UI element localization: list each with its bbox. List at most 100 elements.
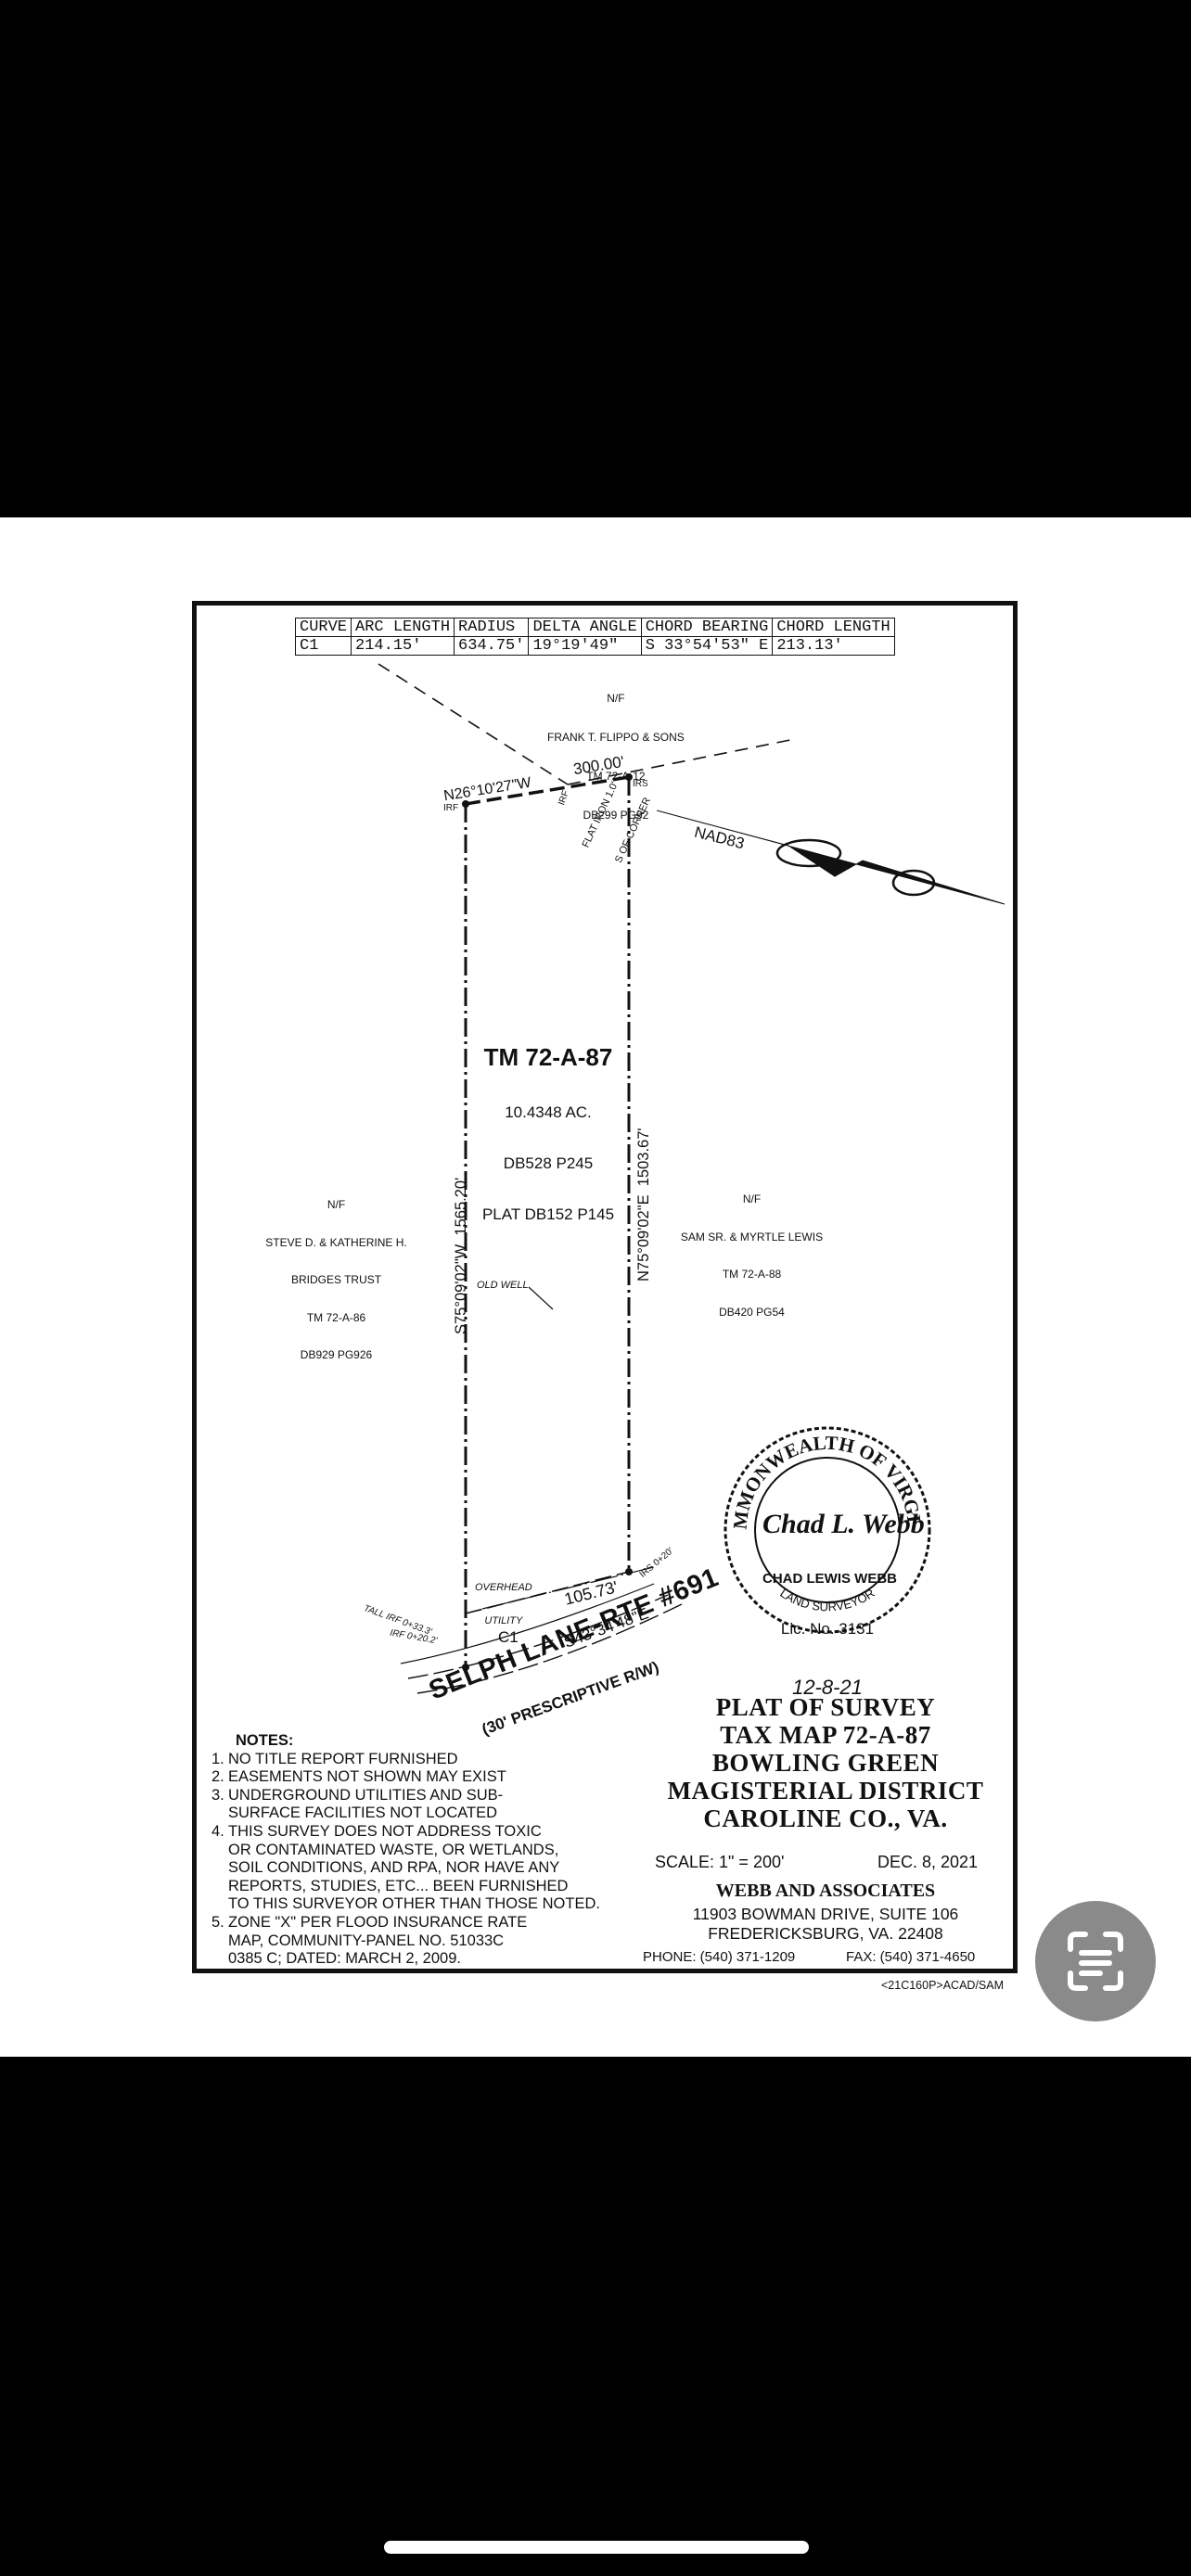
title-line: PLAT OF SURVEY: [715, 1693, 936, 1721]
document-background: [0, 517, 1191, 2057]
firm-name: WEBB AND ASSOCIATES: [715, 1881, 936, 1901]
nf-label: N/F: [607, 692, 625, 705]
owner-name: STEVE D. & KATHERINE H.: [265, 1235, 407, 1249]
note-item: 5. ZONE "X" PER FLOOD INSURANCE RATE MAP…: [211, 1914, 600, 1969]
note-line: THIS SURVEY DOES NOT ADDRESS TOXIC: [228, 1822, 542, 1840]
curve-cell: S 33°54'53" E: [640, 636, 774, 656]
surveyor-signature: Chad L. Webb: [762, 1509, 925, 1539]
notes-title: NOTES:: [236, 1732, 294, 1749]
east-line-label: N75°09'02"E 1503.67': [635, 1128, 652, 1282]
firm-phone: PHONE: (540) 371-1209: [643, 1949, 796, 1965]
note-number: 3.: [211, 1786, 224, 1804]
old-well-label: OLD WELL: [477, 1280, 529, 1291]
corner-pin-ne: [625, 773, 633, 781]
curve-cell: 634.75': [454, 636, 530, 656]
corner-pin-se: [625, 1568, 633, 1575]
scale-label: SCALE: 1" = 200': [655, 1853, 785, 1871]
corner-pin-nw: [462, 800, 469, 808]
note-item: 4. THIS SURVEY DOES NOT ADDRESS TOXIC OR…: [211, 1823, 600, 1914]
north-owner-label: N/F FRANK T. FLIPPO & SONS TM 72-A-12 DB…: [547, 666, 685, 835]
title-block: PLAT OF SURVEY TAX MAP 72-A-87 BOWLING G…: [663, 1693, 988, 1832]
overhead-utility-line: [481, 1566, 655, 1610]
note-line: MAP, COMMUNITY-PANEL NO. 51033C: [228, 1932, 505, 1949]
deed-book-ref: DB299 PG92: [583, 809, 649, 822]
road-edge-2: [400, 1583, 655, 1664]
note-item: 3. UNDERGROUND UTILITIES AND SUB- SURFAC…: [211, 1787, 600, 1823]
tax-map-ref: TM 72-A-86: [306, 1310, 366, 1324]
surveyor-seal-outer: [724, 1426, 931, 1634]
road-edge: [416, 1603, 683, 1694]
deed-book-ref: DB929 PG926: [300, 1348, 373, 1361]
home-indicator[interactable]: [384, 2541, 809, 2554]
overhead-line2: UTILITY: [484, 1615, 523, 1626]
note-number: 4.: [211, 1822, 224, 1840]
curve-table-row: C1 214.15' 634.75' 19°19'49" S 33°54'53"…: [294, 636, 895, 656]
parcel-plat: PLAT DB152 P145: [481, 1205, 615, 1223]
plat-border: [192, 601, 1018, 1973]
note-line: SOIL CONDITIONS, AND RPA, NOR HAVE ANY: [228, 1859, 560, 1877]
irf-nw-label: IRF: [443, 803, 459, 813]
nf-label: N/F: [327, 1198, 346, 1211]
live-text-button[interactable]: [1035, 1901, 1156, 2021]
curve-header-cell: CHORD LENGTH: [772, 618, 895, 637]
note-line: ZONE "X" PER FLOOD INSURANCE RATE: [228, 1913, 528, 1931]
notes-block: NOTES: 1. NO TITLE REPORT FURNISHED 2. E…: [211, 1732, 600, 1969]
west-line-label: S75°09'02"W 1565.20': [453, 1177, 469, 1334]
survey-date: DEC. 8, 2021: [877, 1853, 979, 1871]
note-line: TO THIS SURVEYOR OTHER THAN THOSE NOTED.: [228, 1895, 600, 1913]
curve-header-cell: DELTA ANGLE: [528, 618, 642, 637]
note-line: UNDERGROUND UTILITIES AND SUB-: [228, 1786, 504, 1804]
note-number: 1.: [211, 1750, 224, 1767]
seal-date: 12-8-21: [792, 1676, 863, 1699]
note-item: 1. NO TITLE REPORT FURNISHED: [211, 1751, 600, 1769]
curve-cell: 214.15': [351, 636, 455, 656]
tax-map-ref: TM 72-A-88: [722, 1268, 782, 1281]
owner-name: SAM SR. & MYRTLE LEWIS: [680, 1230, 824, 1243]
adjoining-line-ne: [567, 739, 791, 785]
title-line: CAROLINE CO., VA.: [703, 1804, 948, 1832]
file-reference: <21C160P>ACAD/SAM: [881, 1979, 1005, 1992]
surveyor-seal: Chad L. Webb CHAD LEWIS WEBB Lic. No. 31…: [762, 1478, 925, 1720]
note-line: OR CONTAMINATED WASTE, OR WETLANDS,: [228, 1841, 559, 1858]
curve-header-cell: ARC LENGTH: [351, 618, 455, 637]
irs-ne-label: IRS: [633, 779, 648, 789]
curve-header-cell: CHORD BEARING: [640, 618, 774, 637]
note-line: EASEMENTS NOT SHOWN MAY EXIST: [228, 1768, 506, 1786]
adjoining-line-nw: [378, 663, 569, 785]
north-boundary: [465, 775, 630, 806]
note-line: SURFACE FACILITIES NOT LOCATED: [228, 1804, 498, 1822]
old-well-leader: [528, 1286, 554, 1310]
curve-table: CURVE ARC LENGTH RADIUS DELTA ANGLE CHOR…: [294, 618, 895, 656]
firm-address-2: FREDERICKSBURG, VA. 22408: [708, 1924, 943, 1943]
parcel-deed: DB528 P245: [503, 1154, 594, 1172]
curve-table-header-row: CURVE ARC LENGTH RADIUS DELTA ANGLE CHOR…: [294, 618, 895, 637]
seal-license: Lic. No. 3131: [780, 1620, 875, 1638]
parcel-label: TM 72-A-87 10.4348 AC. DB528 P245 PLAT D…: [471, 1011, 625, 1240]
curve-cell: C1: [294, 636, 352, 656]
note-line: 0385 C; DATED: MARCH 2, 2009.: [228, 1950, 461, 1968]
parcel-acreage: 10.4348 AC.: [505, 1103, 592, 1121]
firm-address-1: 11903 BOWMAN DRIVE, SUITE 106: [692, 1905, 959, 1923]
note-item: 2. EASEMENTS NOT SHOWN MAY EXIST: [211, 1768, 600, 1787]
road-centerline: [407, 1594, 669, 1679]
west-owner-label: N/F STEVE D. & KATHERINE H. BRIDGES TRUS…: [250, 1174, 422, 1374]
north-arrow-scroll: [775, 838, 842, 868]
north-arrow-scroll-2: [891, 869, 936, 897]
curve-cell: 213.13': [772, 636, 895, 656]
east-owner-label: N/F SAM SR. & MYRTLE LEWIS TM 72-A-88 DB…: [666, 1168, 838, 1332]
note-number: 5.: [211, 1913, 224, 1931]
corner-pin-sw: [462, 1664, 469, 1671]
text-scan-icon: [1068, 1932, 1123, 1991]
firm-fax: FAX: (540) 371-4650: [846, 1949, 976, 1965]
title-line: MAGISTERIAL DISTRICT: [667, 1777, 984, 1804]
curve-cell: 19°19'49": [528, 636, 642, 656]
nf-label: N/F: [742, 1192, 762, 1205]
owner-name: FRANK T. FLIPPO & SONS: [547, 731, 685, 744]
overhead-line1: OVERHEAD: [475, 1582, 532, 1593]
north-arrow-icon: [656, 810, 1005, 905]
flat-iron-line1: FLAT IRON 1.0': [580, 780, 621, 850]
parcel-tax-map: TM 72-A-87: [483, 1043, 613, 1071]
seal-surveyor-name: CHAD LEWIS WEBB: [762, 1571, 897, 1587]
deed-book-ref: DB420 PG54: [719, 1305, 785, 1319]
